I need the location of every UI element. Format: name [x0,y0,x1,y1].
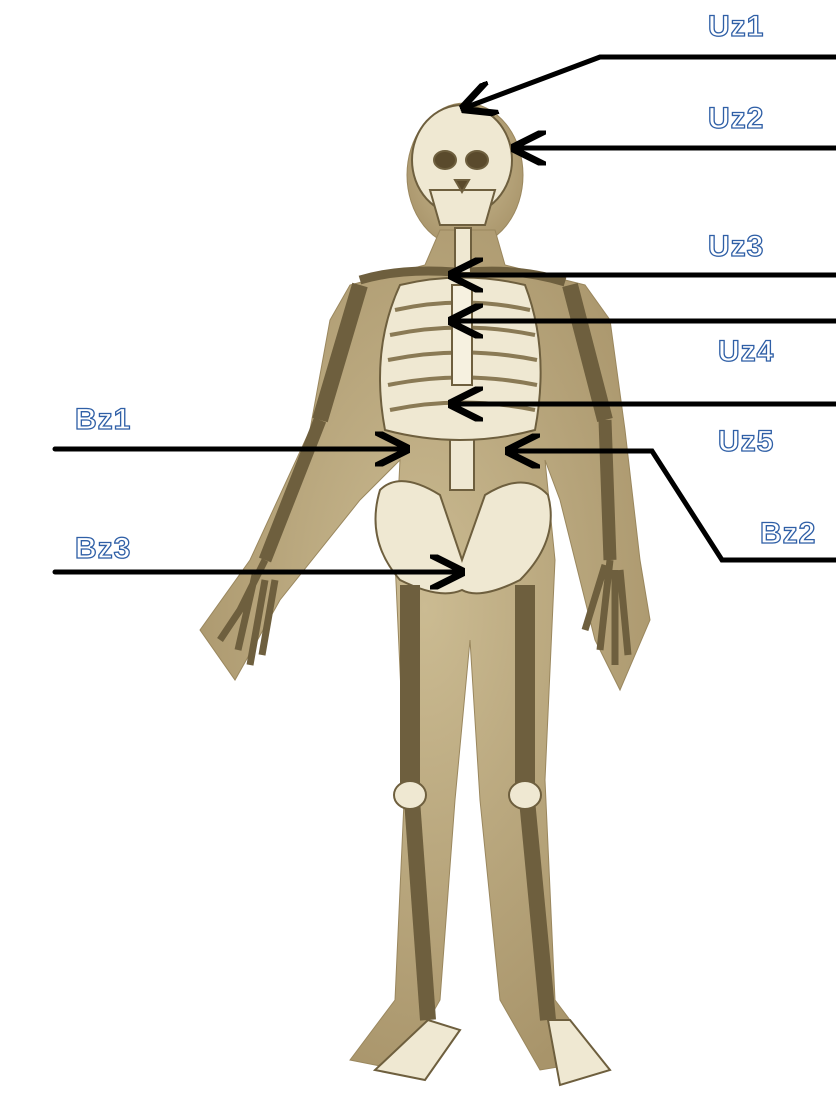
right-knee [509,781,541,809]
uz1-pointer [467,57,836,107]
left-knee [394,781,426,809]
right-forearm [605,420,610,560]
label-uz2: Uz2 [708,104,764,134]
sternum [452,285,472,385]
cervical-spine [455,228,471,273]
label-uz5: Uz5 [718,427,774,457]
label-uz3: Uz3 [708,232,764,262]
right-foot [548,1020,610,1085]
label-bz3: Bz3 [75,534,131,564]
label-uz4: Uz4 [718,337,774,367]
label-bz2: Bz2 [760,519,816,549]
label-bz1: Bz1 [75,405,131,435]
label-uz1: Uz1 [708,12,764,42]
